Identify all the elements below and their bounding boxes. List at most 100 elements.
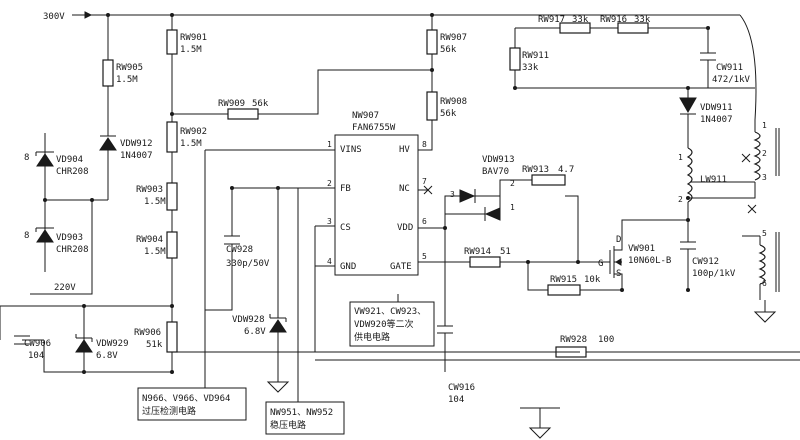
ic-pin-num-2: 2 (327, 179, 332, 188)
cw906-symbol (14, 335, 30, 345)
vd903-pin: 8 (24, 231, 29, 241)
ic-pin-cs: CS (340, 223, 351, 233)
note-reg-line2: 稳压电路 (270, 419, 306, 431)
rw909-ref: RW909 (218, 99, 245, 109)
ic-nw907: NW907 FAN6755W VINS FB CS GND HV NC VDD … (327, 111, 433, 276)
vdw912-symbol (99, 112, 117, 162)
note-aux-line2: VDW920等二次 (354, 318, 414, 330)
note-aux-line3: 供电电路 (354, 331, 390, 343)
vd904-value: CHR208 (56, 167, 89, 177)
cw928-value: 330p/50V (226, 259, 270, 269)
nc-cross-icon (418, 185, 433, 195)
xfmr-pin6: 6 (762, 279, 767, 288)
ic-part: FAN6755W (352, 123, 396, 133)
note-aux: VW921、CW923、 VDW920等二次 供电电路 (349, 294, 435, 347)
transformer: 1 2 3 5 6 (741, 121, 780, 292)
ground-icon (266, 381, 290, 393)
rw906-value: 51k (146, 340, 163, 350)
ic-pin-vins: VINS (340, 145, 362, 155)
rw915-value: 10k (584, 275, 601, 285)
inductor-lw911: LW911 1 2 (678, 147, 727, 204)
ground-icon (528, 427, 552, 439)
rw908-value: 56k (440, 109, 457, 119)
rw904-value: 1.5M (144, 247, 166, 257)
lw911-ref: LW911 (700, 175, 727, 185)
rw913-body (531, 174, 566, 186)
rw916-body (617, 22, 649, 34)
cw928-symbol (224, 225, 240, 255)
rw902-value: 1.5M (180, 139, 202, 149)
note-ovp-line2: 过压检测电路 (142, 405, 196, 417)
cw912-value: 100p/1kV (692, 269, 736, 279)
ic-pin-num-7: 7 (422, 177, 427, 186)
resistors (102, 22, 649, 358)
rw911-ref: RW911 (522, 51, 549, 61)
ic-pin-vdd: VDD (397, 223, 413, 233)
rw909-value: 56k (252, 99, 269, 109)
mosfet-ref: VW901 (628, 244, 655, 254)
ground-symbols (266, 311, 777, 439)
rw905-body (102, 59, 114, 87)
resistor-labels: RW901 1.5M RW905 1.5M RW909 56k RW902 1.… (116, 15, 651, 350)
rw917-value: 33k (572, 15, 589, 25)
rw913-value: 4.7 (558, 165, 574, 175)
mosfet-d: D (616, 235, 621, 245)
rw916-ref: RW916 (600, 15, 627, 25)
ic-pin-hv: HV (399, 145, 410, 155)
vdw913-ref: VDW913 (482, 155, 515, 165)
rw914-ref: RW914 (464, 247, 491, 257)
rw928-value: 100 (598, 335, 614, 345)
note-reg: NW951、NW952 稳压电路 (265, 372, 345, 435)
rw916-value: 33k (634, 15, 651, 25)
primary-cross-icon (741, 153, 751, 163)
rw914-value: 51 (500, 247, 511, 257)
vdw913-pin2: 2 (510, 179, 515, 188)
rw907-body (426, 29, 438, 55)
rw915-body (547, 284, 581, 296)
rw907-ref: RW907 (440, 33, 467, 43)
capacitors (14, 45, 716, 345)
cw912-symbol (680, 232, 696, 258)
ic-pin-num-8: 8 (422, 140, 427, 149)
vd903-ref: VD903 (56, 233, 83, 243)
cw911-symbol (700, 45, 716, 68)
cw912-ref: CW912 (692, 257, 719, 267)
capacitor-labels: CW906 104 CW928 330p/50V CW911 472/1kV C… (24, 63, 751, 405)
ic-pin-nc: NC (399, 184, 410, 194)
net-220v-label: 220V (54, 283, 76, 293)
rw906-ref: RW906 (134, 328, 161, 338)
rw905-value: 1.5M (116, 75, 138, 85)
rw901-body (166, 29, 178, 55)
mosfet-s: S (616, 269, 621, 279)
ground-icon (753, 311, 777, 323)
secondary-cross-icon (747, 204, 757, 214)
rw905-ref: RW905 (116, 63, 143, 73)
vdw911-ref: VDW911 (700, 103, 733, 113)
ic-pin-num-1: 1 (327, 140, 332, 149)
cw916-value: 104 (448, 395, 464, 405)
vdw913-pin1: 1 (510, 203, 515, 212)
rw928-body (555, 346, 587, 358)
rw907-value: 56k (440, 45, 457, 55)
mosfet-part: 10N60L-B (628, 256, 671, 266)
ic-body (334, 134, 419, 276)
rw902-ref: RW902 (180, 127, 207, 137)
vdw928-ref: VDW928 (232, 315, 265, 325)
ic-pin-num-3: 3 (327, 217, 332, 226)
hv-input-arrow: 300V (43, 11, 93, 22)
ic-ref: NW907 (352, 111, 379, 121)
diodes (35, 97, 697, 353)
diode-labels: 8 VD904 CHR208 8 VD903 CHR208 220V VDW91… (24, 103, 733, 361)
rw901-ref: RW901 (180, 33, 207, 43)
vdw928-symbol (269, 314, 287, 345)
rw902-body (166, 121, 178, 153)
vdw913-value: BAV70 (482, 167, 509, 177)
wires (0, 14, 800, 428)
vdw912-ref: VDW912 (120, 139, 153, 149)
rw903-value: 1.5M (144, 197, 166, 207)
rw917-body (559, 22, 591, 34)
vd903-value: CHR208 (56, 245, 89, 255)
rw903-ref: RW903 (136, 185, 163, 195)
ic-pin-gate: GATE (390, 262, 412, 272)
